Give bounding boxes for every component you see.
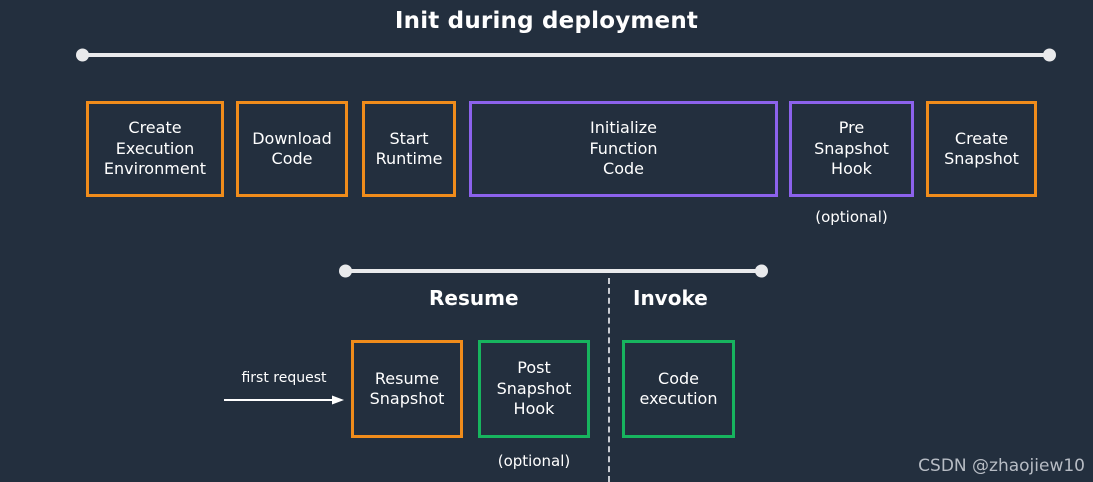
init-timeline [76, 48, 1056, 62]
optional-caption-post-snapshot-hook: (optional) [497, 452, 571, 470]
timeline-end-dot [1043, 48, 1056, 62]
first-request-trigger: first request [224, 370, 344, 410]
page-title: Init during deployment [394, 8, 699, 34]
phase-label-invoke: Invoke [633, 286, 708, 310]
resume-invoke-timeline [339, 264, 768, 278]
timeline-start-dot [339, 264, 352, 278]
timeline-end-dot [755, 264, 768, 278]
optional-caption-pre-snapshot-hook: (optional) [815, 208, 888, 226]
timeline-start-dot [76, 48, 89, 62]
arrow-right-icon [224, 395, 344, 405]
watermark-text: CSDN @zhaojiew10 [918, 456, 1085, 476]
phase-divider-dashed-line [608, 278, 610, 482]
phase-label-resume: Resume [429, 286, 519, 310]
first-request-label: first request [241, 370, 327, 386]
